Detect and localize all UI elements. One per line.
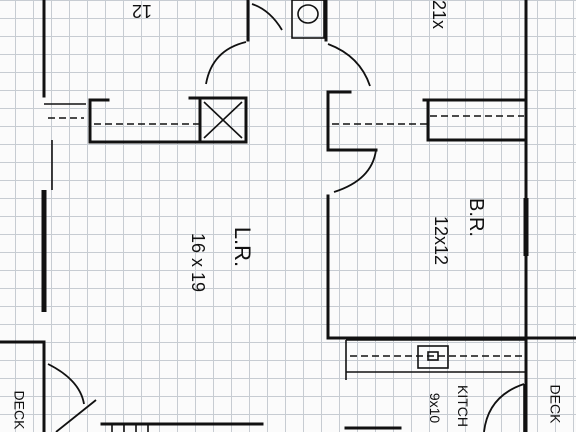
chimney: [198, 96, 248, 144]
toilet-bowl: [297, 4, 319, 24]
living-room-name: L.R.: [230, 226, 256, 268]
kitchen-name: KITCH: [455, 385, 471, 427]
center-door-arc: [205, 41, 247, 85]
right-deck-label: DECK: [547, 384, 564, 424]
bedroom-name: B.R.: [464, 198, 487, 237]
deck-door-arc: [47, 363, 85, 405]
chimney-x2: [203, 101, 243, 139]
top-left-room-dims: 12: [132, 1, 153, 21]
kitchen-door-arc: [483, 383, 525, 432]
deck-door-leaf: [55, 399, 97, 432]
sink-drain: [427, 351, 439, 361]
sink: [417, 345, 449, 369]
bath-door-arc: [251, 3, 283, 31]
top-right-room-dims: 21x: [429, 0, 450, 30]
toilet-box: [291, 0, 325, 39]
center-door-arc-right: [327, 43, 371, 87]
kitchen-dims: 9x10: [427, 392, 444, 424]
living-room-dims: 16 x 19: [188, 232, 209, 293]
bedroom-dims: 12x12: [431, 215, 452, 266]
bedroom-door-arc: [333, 149, 377, 193]
left-deck-label: DECK: [11, 390, 28, 430]
